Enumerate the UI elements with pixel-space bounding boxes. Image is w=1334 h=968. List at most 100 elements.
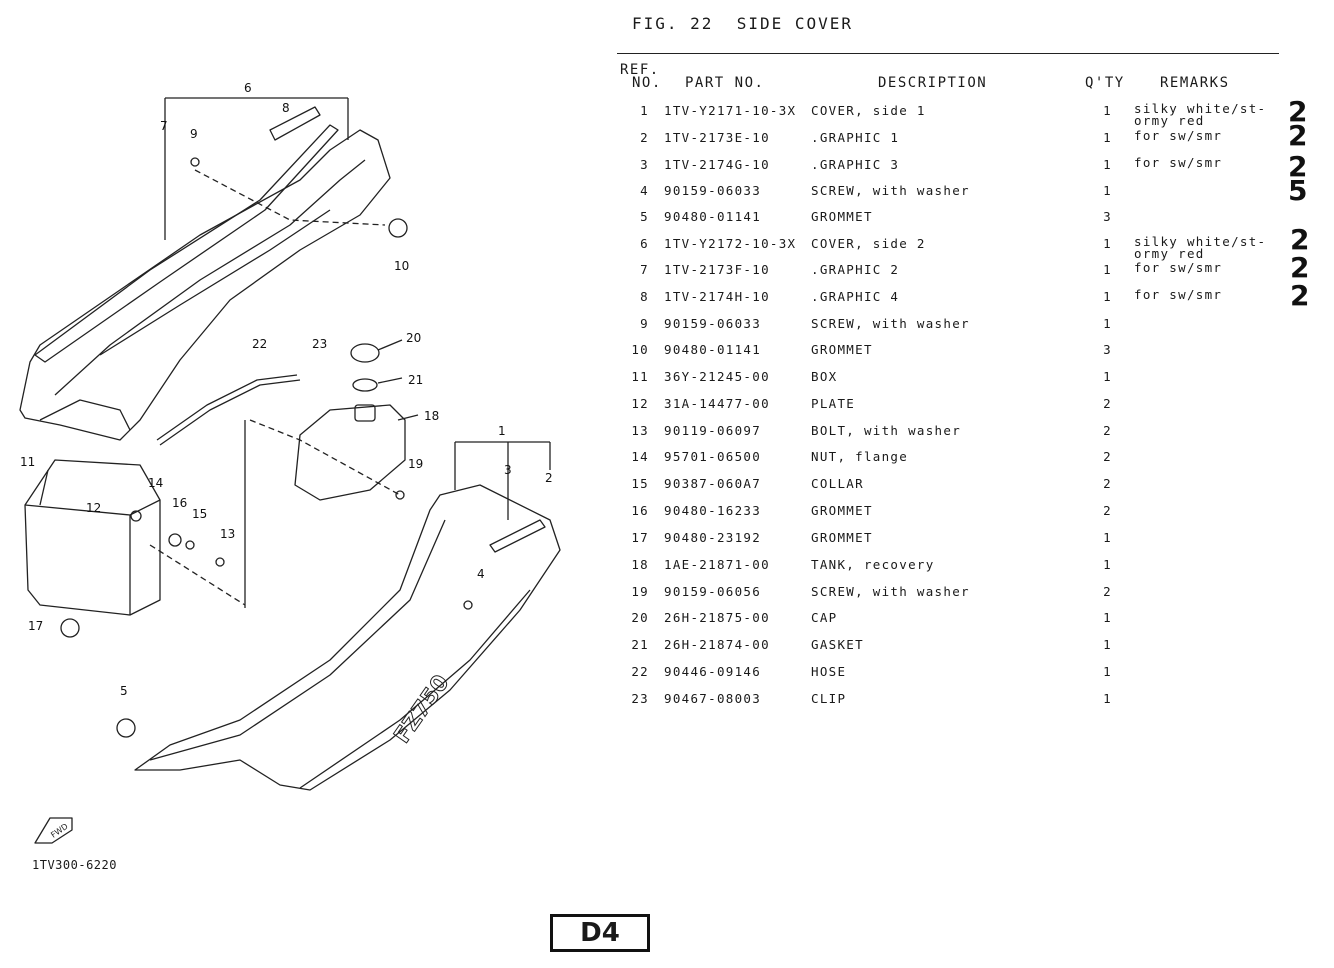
cell-quantity: 1 (1103, 262, 1112, 277)
cell-quantity: 2 (1103, 503, 1112, 518)
cell-ref-no: 10 (631, 342, 649, 357)
callout-22: 22 (252, 337, 267, 351)
cell-ref-no: 18 (631, 557, 649, 572)
cell-description: GROMMET (811, 503, 873, 518)
callout-5: 5 (120, 684, 128, 698)
cell-part-no: 90159-06033 (664, 316, 762, 331)
cell-ref-no: 11 (631, 369, 649, 384)
cell-quantity: 2 (1103, 396, 1112, 411)
cell-ref-no: 5 (640, 209, 649, 224)
grommet-10-shape (388, 218, 408, 238)
cell-description: GROMMET (811, 209, 873, 224)
cell-part-no: 90387-060A7 (664, 476, 762, 491)
cell-description: CLIP (811, 691, 847, 706)
cell-remarks: silky white/st- ormy red (1134, 234, 1267, 261)
callout-21: 21 (408, 373, 423, 387)
cell-part-no: 90119-06097 (664, 423, 762, 438)
cell-ref-no: 12 (631, 396, 649, 411)
cell-part-no: 31A-14477-00 (664, 396, 770, 411)
cell-ref-no: 21 (631, 637, 649, 652)
grommet-17-shape (60, 618, 80, 638)
exploded-parts-diagram: FZ750 FWD 1 2 3 4 5 6 7 8 9 10 11 12 13 … (19, 81, 561, 844)
callout-2: 2 (545, 471, 553, 485)
cell-quantity: 1 (1103, 557, 1112, 572)
cell-quantity: 1 (1103, 530, 1112, 545)
cell-remarks: for sw/smr (1134, 128, 1223, 143)
callout-19: 19 (408, 457, 423, 471)
cell-description: .GRAPHIC 1 (811, 130, 900, 145)
handwritten-note-5: 2 (1290, 279, 1310, 312)
cell-part-no: 90480-01141 (664, 209, 762, 224)
cell-description: COVER, side 1 (811, 103, 926, 118)
battery-box-outline (24, 459, 161, 616)
cell-ref-no: 1 (640, 103, 649, 118)
callout-18: 18 (424, 409, 439, 423)
cell-part-no: 90480-01141 (664, 342, 762, 357)
cell-description: BOLT, with washer (811, 423, 962, 438)
cell-description: BOX (811, 369, 838, 384)
cell-description: .GRAPHIC 3 (811, 157, 900, 172)
cell-part-no: 26H-21874-00 (664, 637, 770, 652)
cell-description: PLATE (811, 396, 856, 411)
side-cover-1-outline (134, 484, 561, 791)
side-cover-2-inner (54, 159, 366, 396)
cell-remarks: for sw/smr (1134, 155, 1223, 170)
callout-11: 11 (20, 455, 35, 469)
handwritten-note-3: 2 (1290, 223, 1310, 256)
header-rule (617, 53, 1279, 54)
callout-6: 6 (244, 81, 252, 95)
col-header-part-no: PART NO. (685, 75, 765, 91)
cell-quantity: 2 (1103, 423, 1112, 438)
cell-ref-no: 4 (640, 183, 649, 198)
hose-line (159, 379, 301, 446)
cell-quantity: 1 (1103, 183, 1112, 198)
col-header-remarks: REMARKS (1160, 75, 1230, 91)
cell-remarks: for sw/smr (1134, 260, 1223, 275)
cell-ref-no: 7 (640, 262, 649, 277)
graphic-4-strip (269, 106, 321, 141)
cell-description: CAP (811, 610, 838, 625)
callout-17: 17 (28, 619, 43, 633)
cell-quantity: 1 (1103, 664, 1112, 679)
cell-description: .GRAPHIC 2 (811, 262, 900, 277)
cell-description: GROMMET (811, 342, 873, 357)
cell-part-no: 1TV-2174G-10 (664, 157, 770, 172)
graphic-3-strip (489, 519, 546, 553)
cell-remarks: silky white/st- ormy red (1134, 101, 1267, 128)
cell-description: COLLAR (811, 476, 864, 491)
callout-8: 8 (282, 101, 290, 115)
cell-quantity: 2 (1103, 584, 1112, 599)
cell-ref-no: 6 (640, 236, 649, 251)
table-row: 12 31A-14477-00 PLATE 2 (618, 396, 1278, 422)
cell-ref-no: 14 (631, 449, 649, 464)
cell-part-no: 90159-06056 (664, 584, 762, 599)
fwd-label: FWD (49, 822, 69, 840)
cell-description: HOSE (811, 664, 847, 679)
callout-7: 7 (160, 119, 168, 133)
cell-part-no: 1TV-2174H-10 (664, 289, 770, 304)
cell-remarks: for sw/smr (1134, 287, 1223, 302)
cell-description: GASKET (811, 637, 864, 652)
cell-quantity: 1 (1103, 691, 1112, 706)
cell-part-no: 90159-06033 (664, 183, 762, 198)
page-code-badge: D4 (550, 914, 650, 952)
callout-1: 1 (498, 424, 506, 438)
cell-part-no: 95701-06500 (664, 449, 762, 464)
cell-quantity: 2 (1103, 476, 1112, 491)
cell-ref-no: 2 (640, 130, 649, 145)
cell-quantity: 1 (1103, 236, 1112, 251)
